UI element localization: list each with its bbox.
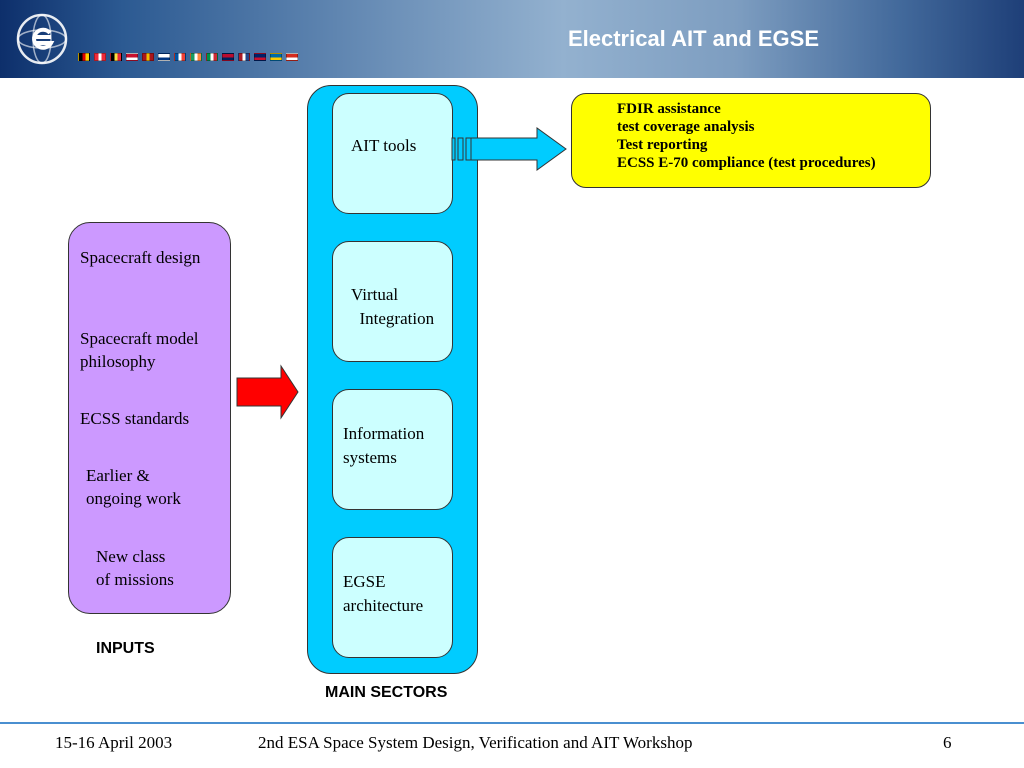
flag-finland-icon: [158, 53, 170, 61]
flag-belgium-icon: [110, 53, 122, 61]
footer-date: 15-16 April 2003: [55, 733, 173, 752]
sector-ait-tools-label: AIT tools: [351, 136, 417, 155]
header-banner: Electrical AIT and EGSE: [0, 0, 1024, 78]
input-item-ecss-standards: ECSS standards: [80, 409, 190, 428]
sector-information-systems-label: Information systems: [343, 424, 425, 467]
page-number: 6: [943, 733, 952, 752]
input-item-model-philosophy: Spacecraft model philosophy: [80, 329, 199, 371]
footer-event: 2nd ESA Space System Design, Verificatio…: [258, 733, 693, 752]
sector-information-systems: Information systems: [332, 389, 453, 510]
flag-switzerland-icon: [286, 53, 298, 61]
flag-norway-icon: [222, 53, 234, 61]
member-flags: [78, 53, 302, 61]
flag-united-kingdom-icon: [254, 53, 266, 61]
inputs-caption: INPUTS: [96, 640, 155, 657]
footer-divider: [0, 722, 1024, 724]
main-sectors-caption: MAIN SECTORS: [325, 684, 448, 701]
sector-egse-architecture-label: EGSE architecture: [343, 572, 424, 615]
inputs-box: Spacecraft design Spacecraft model philo…: [68, 222, 231, 614]
sector-egse-architecture: EGSE architecture: [332, 537, 453, 658]
fdir-line-reporting: Test reporting: [617, 137, 708, 153]
flag-denmark-icon: [126, 53, 138, 61]
flag-sweden-icon: [270, 53, 282, 61]
input-item-earlier-work: Earlier & ongoing work: [86, 466, 181, 508]
fdir-output-box: FDIR assistance test coverage analysis T…: [571, 93, 931, 188]
flag-italy-icon: [206, 53, 218, 61]
sector-virtual-integration-label: Virtual Integration: [351, 285, 435, 328]
fdir-line-coverage: test coverage analysis: [617, 119, 755, 135]
flag-france-icon: [174, 53, 186, 61]
flag-netherlands-icon: [238, 53, 250, 61]
flag-germany-icon: [78, 53, 90, 61]
flag-ireland-icon: [190, 53, 202, 61]
sector-virtual-integration: Virtual Integration: [332, 241, 453, 362]
fdir-line-assistance: FDIR assistance: [617, 101, 721, 117]
fdir-line-ecss: ECSS E-70 compliance (test procedures): [617, 155, 876, 171]
input-item-new-missions: New class of missions: [96, 547, 174, 589]
output-arrow: [451, 127, 567, 171]
sector-ait-tools: AIT tools: [332, 93, 453, 214]
input-arrow: [236, 364, 299, 420]
flag-spain-icon: [142, 53, 154, 61]
esa-logo-icon: [16, 13, 68, 65]
input-item-spacecraft-design: Spacecraft design: [80, 248, 201, 267]
page-title: Electrical AIT and EGSE: [567, 26, 819, 51]
flag-austria-icon: [94, 53, 106, 61]
